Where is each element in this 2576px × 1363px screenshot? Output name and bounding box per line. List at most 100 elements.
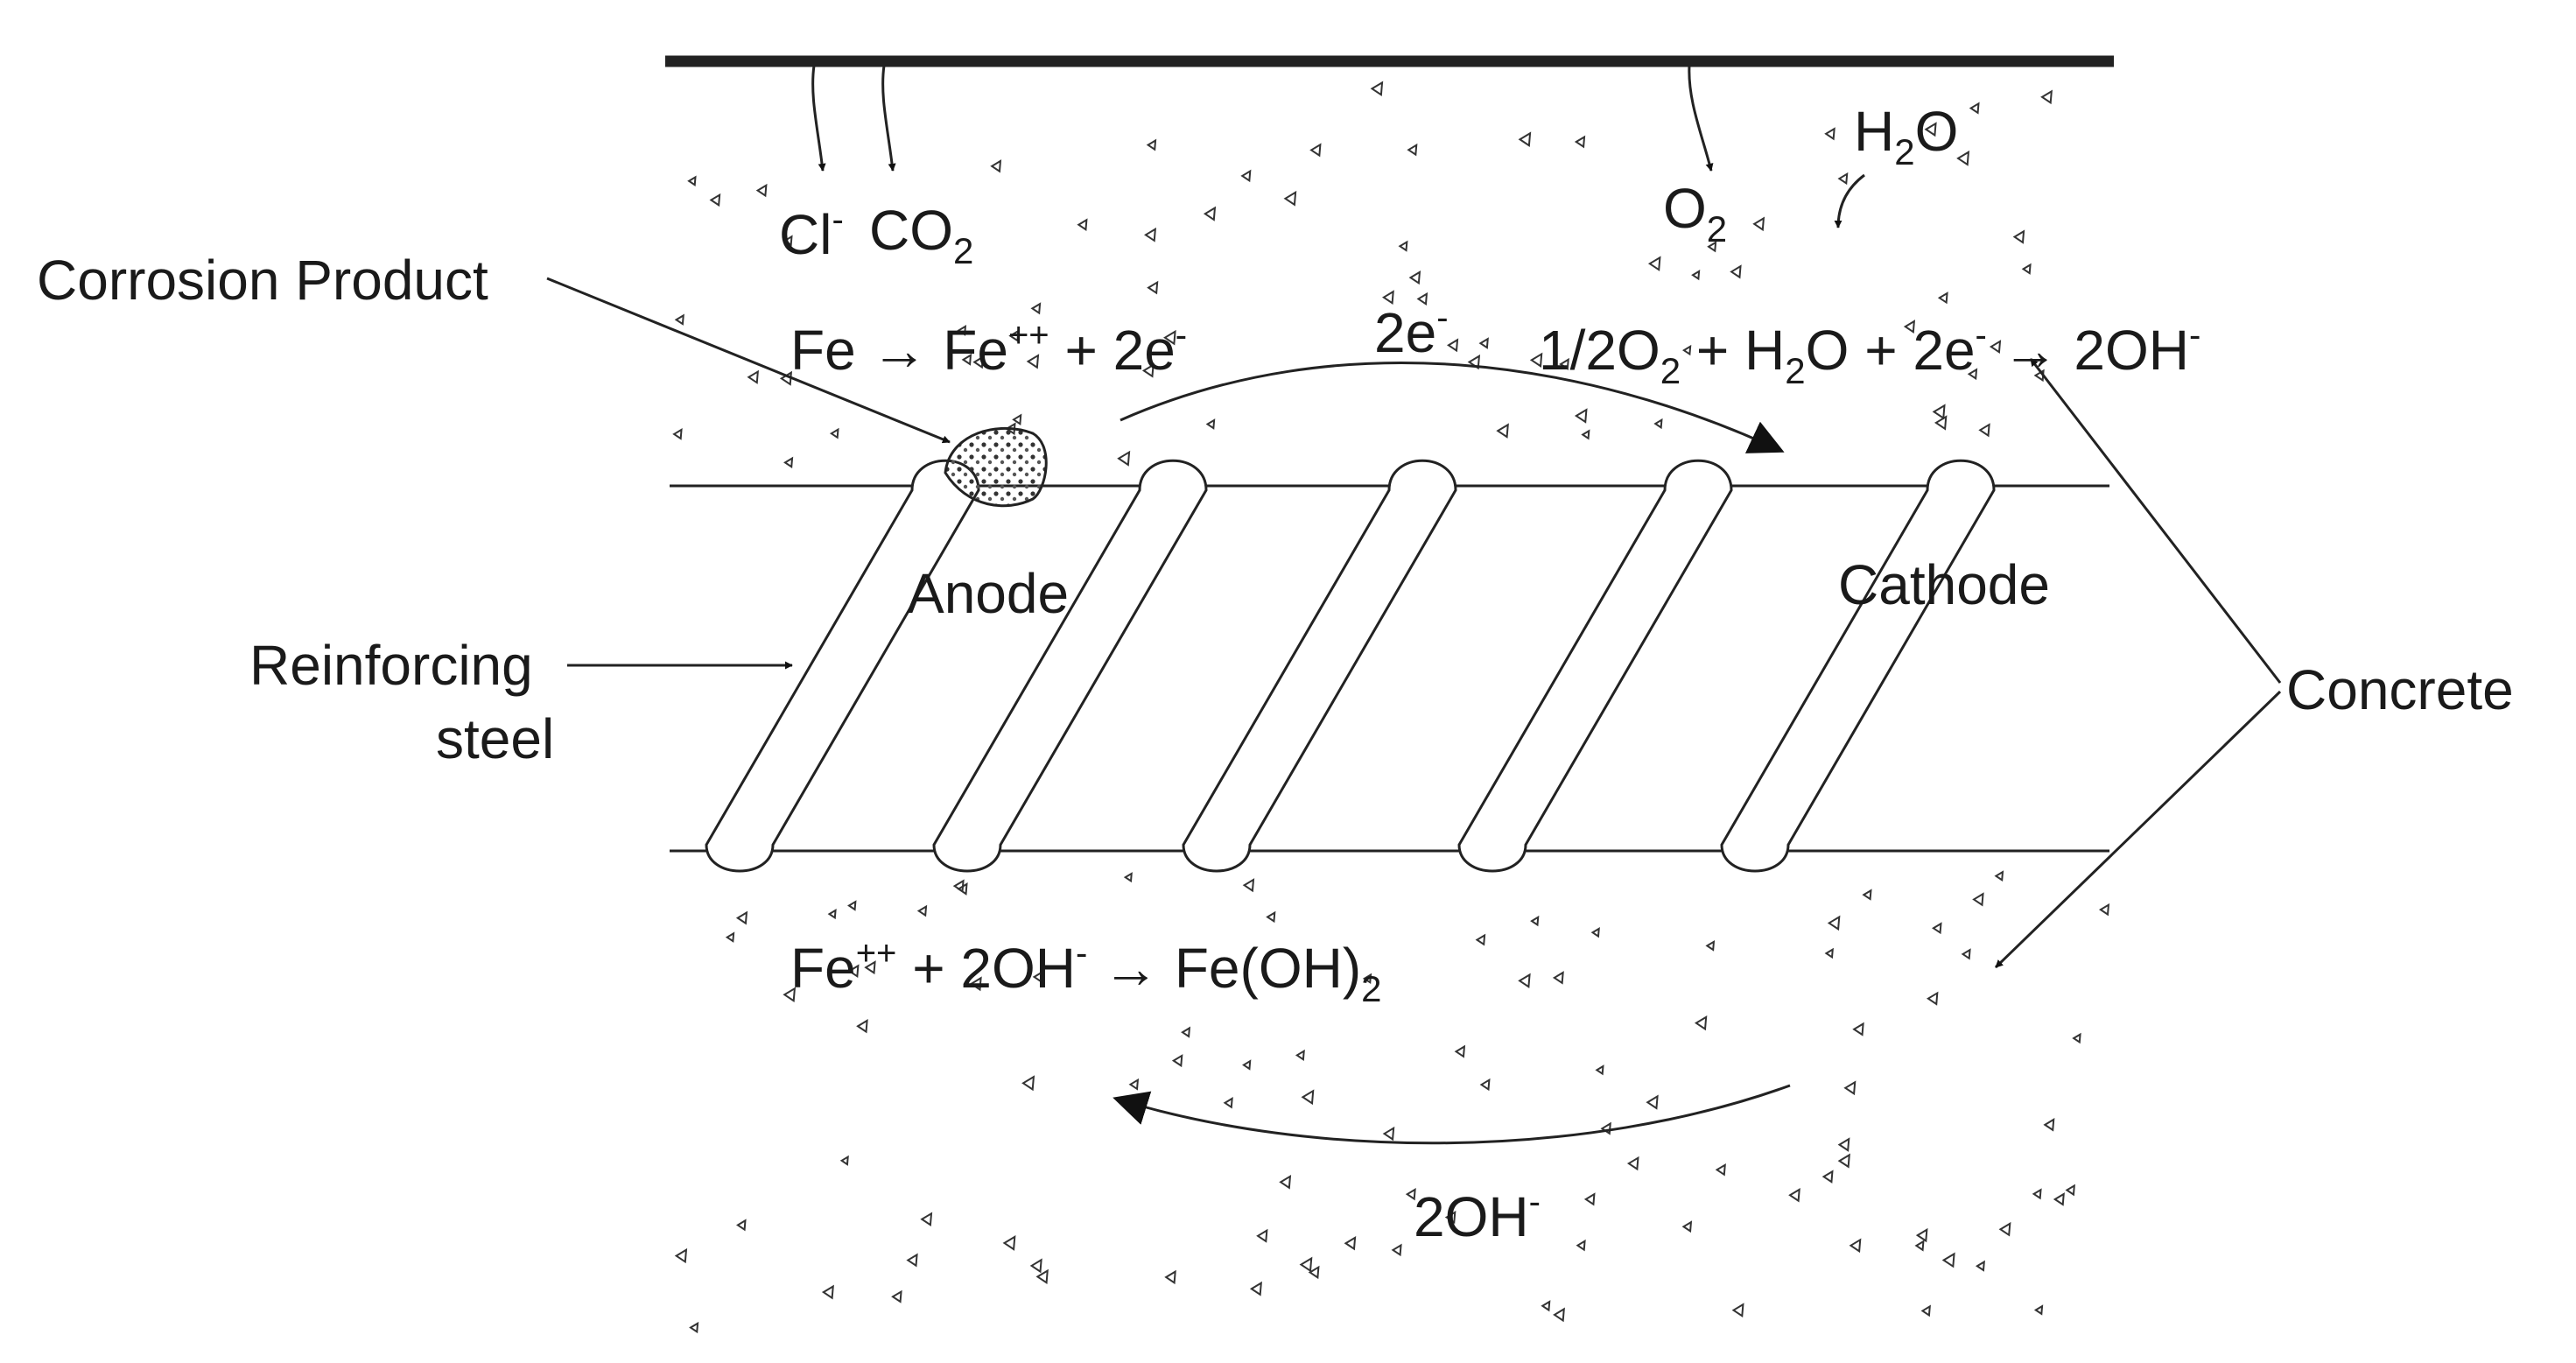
aggregate-speck: [1012, 413, 1022, 425]
aggregate-speck: [1405, 1187, 1416, 1201]
cathodic-reaction: 1/2O2 + H2O + 2e- → 2OH-: [1539, 316, 2200, 391]
aggregate-speck: [1972, 892, 1984, 907]
aggregate-speck: [1975, 1260, 1985, 1272]
aggregate-speck: [2098, 903, 2110, 917]
aggregate-speck: [1529, 352, 1543, 369]
electron-flow-arc: [1120, 361, 1785, 453]
aggregate-speck: [1978, 423, 1990, 438]
aggregate-speck: [906, 1253, 918, 1268]
aggregate-speck: [1408, 270, 1421, 285]
corrosion-product-leader: [546, 277, 951, 444]
aggregate-speck: [1398, 240, 1408, 252]
aggregate-speck: [1008, 329, 1020, 342]
aggregate-speck: [952, 879, 965, 893]
aggregate-speck: [735, 910, 748, 925]
aggregate-speck: [847, 900, 857, 911]
aggregate-speck: [920, 1212, 933, 1227]
aggregate-speck: [1164, 1269, 1176, 1285]
aggregate-speck: [1295, 1049, 1305, 1061]
aggregate-speck: [1937, 292, 1948, 305]
aggregate-speck: [1181, 1026, 1191, 1038]
bar-ribs: [705, 459, 1996, 873]
aggregate-speck: [2021, 263, 2032, 275]
aggregate-speck: [755, 183, 768, 198]
ferrous-hydroxide-reaction: Fe++ + 2OH- → Fe(OH)2: [790, 934, 1382, 1009]
aggregate-speck: [1283, 190, 1297, 207]
concrete-aggregate: [672, 81, 2110, 1334]
aggregate-speck: [1242, 1059, 1252, 1071]
aggregate-speck: [1595, 1064, 1604, 1076]
aggregate-speck: [990, 159, 1002, 173]
steel-label: steel: [436, 707, 554, 770]
aggregate-speck: [1998, 1221, 2011, 1237]
ingress-arrows: [811, 65, 1865, 228]
aggregate-speck: [1821, 1170, 1834, 1184]
aggregate-speck: [827, 909, 837, 920]
aggregate-speck: [1924, 122, 1937, 137]
aggregate-speck: [2043, 1118, 2055, 1132]
aggregate-speck: [1370, 81, 1384, 96]
aggregate-speck: [1416, 292, 1428, 306]
aggregate-speck: [709, 193, 721, 207]
aggregate-speck: [1541, 1300, 1551, 1312]
aggregate-speck: [1553, 1307, 1565, 1323]
aggregate-speck: [1309, 143, 1322, 158]
aggregate-speck: [674, 1247, 688, 1264]
aggregate-speck: [1852, 1022, 1864, 1036]
aggregate-speck: [1171, 1054, 1183, 1068]
aggregate-speck: [856, 1019, 868, 1034]
aggregate-speck: [1788, 1188, 1800, 1203]
aggregate-speck: [1240, 169, 1252, 183]
aggregate-speck: [1223, 1097, 1233, 1109]
aggregate-speck: [829, 427, 839, 439]
aggregate-speck: [1626, 1156, 1639, 1171]
aggregate-speck: [864, 960, 876, 975]
co2-ingress-arrow: [881, 65, 896, 172]
aggregate-speck: [1381, 290, 1394, 305]
reinforcing-bar: [670, 459, 2109, 873]
aggregate-speck: [1574, 408, 1588, 424]
aggregate-speck: [1576, 1239, 1586, 1252]
aggregate-speck: [847, 964, 860, 979]
aggregate-speck: [1682, 344, 1692, 356]
aggregate-speck: [725, 931, 735, 943]
aggregate-speck: [783, 987, 797, 1003]
aggregate-speck: [674, 313, 684, 326]
cathode-label: Cathode: [1838, 553, 2050, 616]
aggregate-speck: [2072, 1032, 2081, 1044]
h2o-ingress-arrow: [1834, 173, 1865, 228]
aggregate-speck: [1077, 218, 1088, 231]
anodic-reaction: Fe → Fe++ + 2e-: [790, 316, 1187, 382]
chloride-ion-label: Cl-: [779, 200, 844, 266]
aggregate-speck: [1927, 991, 1939, 1006]
aggregate-speck: [1824, 947, 1834, 959]
aggregate-speck: [1344, 1235, 1357, 1251]
aggregate-speck: [1827, 915, 1841, 931]
aggregate-speck: [1849, 1238, 1862, 1254]
aggregate-speck: [1117, 450, 1131, 467]
corrosion-product-deposit: [944, 426, 1048, 508]
aggregate-speck: [961, 353, 972, 366]
aggregate-speck: [2012, 229, 2025, 244]
concrete-leader-upper: [2029, 358, 2282, 684]
aggregate-speck: [1203, 206, 1217, 221]
bar-rib: [932, 459, 1208, 873]
aggregate-speck: [1707, 241, 1717, 253]
carbon-dioxide-label: CO2: [869, 199, 973, 271]
aggregate-speck: [1941, 1252, 1955, 1268]
water-label: H2O: [1854, 100, 1958, 172]
aggregate-speck: [2033, 1304, 2044, 1316]
aggregate-speck: [1035, 1268, 1049, 1284]
aggregate-speck: [1552, 971, 1564, 985]
aggregate-speck: [687, 175, 697, 186]
aggregate-speck: [1362, 973, 1372, 985]
aggregate-speck: [1956, 150, 1970, 166]
aggregate-speck: [1308, 1265, 1320, 1280]
aggregate-speck: [1249, 1281, 1262, 1296]
aggregate-speck: [1299, 1256, 1313, 1273]
aggregate-speck: [1914, 1240, 1925, 1252]
aggregate-speck: [1920, 1304, 1931, 1317]
aggregate-speck: [1994, 870, 2004, 882]
aggregate-speck: [1021, 1075, 1035, 1092]
